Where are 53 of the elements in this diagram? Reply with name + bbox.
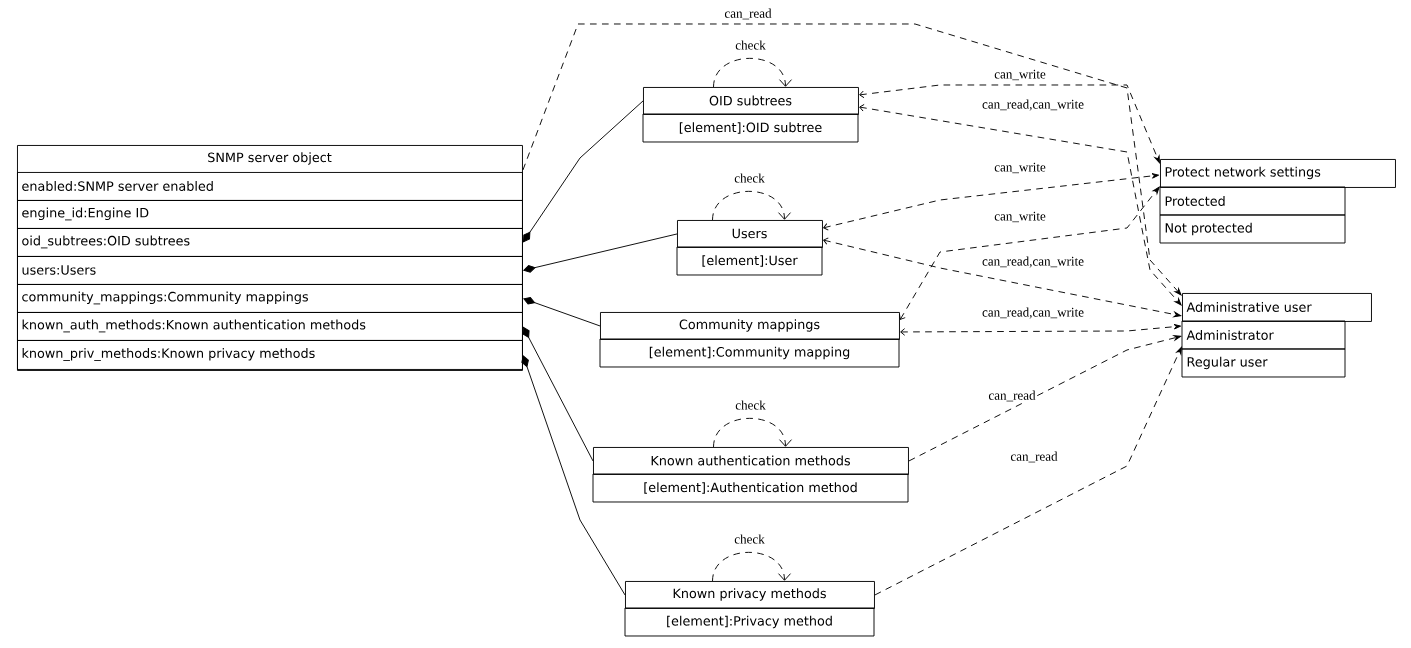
- edge-label: can_read: [723, 7, 773, 21]
- node-label: Administrator: [1186, 330, 1274, 340]
- edge-label: check: [732, 172, 767, 184]
- class-box: Administrative user Administrator Regular user: [1181, 293, 1372, 378]
- class-box: Known privacy methods [element]:Privacy method: [624, 581, 875, 637]
- edge-label: check: [732, 533, 767, 545]
- composition-line: [521, 355, 626, 596]
- class-box: OID subtrees [element]:OID subtree: [642, 87, 859, 143]
- self-loop-arrow: [713, 57, 792, 88]
- self-loop-arrow: [713, 417, 792, 448]
- row-cell: known_auth_methods:Known authentication methods: [17, 312, 523, 341]
- node-label: Not protected: [1165, 222, 1252, 236]
- arrow: [859, 84, 1160, 164]
- arrow: [908, 335, 1182, 462]
- class-box: Protect network settings Protected Not protected: [1159, 159, 1396, 244]
- node-label: Protected: [1165, 196, 1225, 206]
- self-loop-arrow: [712, 551, 791, 582]
- edge-label: check: [733, 39, 768, 51]
- row-cell: community_mappings:Community mappings: [17, 284, 523, 313]
- arrow: [823, 237, 1182, 318]
- row-cell: engine_id:Engine ID: [17, 200, 523, 229]
- composition-line: [522, 326, 594, 462]
- row-cell: enabled:SNMP server enabled: [17, 172, 523, 201]
- node-label: Known privacy methods: [673, 588, 826, 601]
- edge-label: check: [733, 399, 768, 411]
- edge-label: can_write: [992, 68, 1048, 82]
- arrow: [899, 186, 1160, 320]
- edge-label: can_read,can_write: [980, 255, 1086, 269]
- composition-line: [523, 100, 644, 243]
- node-label: OID subtrees: [709, 95, 792, 106]
- edge-label: can_read: [987, 389, 1037, 403]
- edge-label: can_write: [992, 210, 1048, 224]
- node-label: Community mappings: [679, 319, 820, 332]
- class-box: Users [element]:User: [676, 220, 823, 276]
- arrow: [859, 104, 1182, 306]
- composition-line: [523, 297, 601, 327]
- row-cell: users:Users: [17, 256, 523, 285]
- node-label: Users: [732, 228, 767, 239]
- edge-label: can_read,can_write: [980, 306, 1086, 320]
- node-label: Regular user: [1187, 356, 1268, 370]
- edge-label: can_write: [992, 161, 1048, 175]
- edge-label: can_read,can_write: [980, 98, 1086, 112]
- self-loop-arrow: [712, 190, 791, 221]
- row-cell: known_priv_methods:Known privacy methods: [17, 340, 523, 370]
- arrow: [522, 23, 1182, 296]
- class-box: Known authentication methods [element]:Authentication method: [592, 447, 909, 503]
- edge-label: can_read: [1009, 450, 1059, 464]
- arrow: [823, 173, 1160, 231]
- class-box: Community mappings [element]:Community mapping: [599, 312, 900, 368]
- row-cell: oid_subtrees:OID subtrees: [17, 228, 523, 257]
- arrow: [874, 346, 1182, 596]
- arrow: [900, 323, 1182, 336]
- node-label: Known authentication methods: [651, 455, 850, 466]
